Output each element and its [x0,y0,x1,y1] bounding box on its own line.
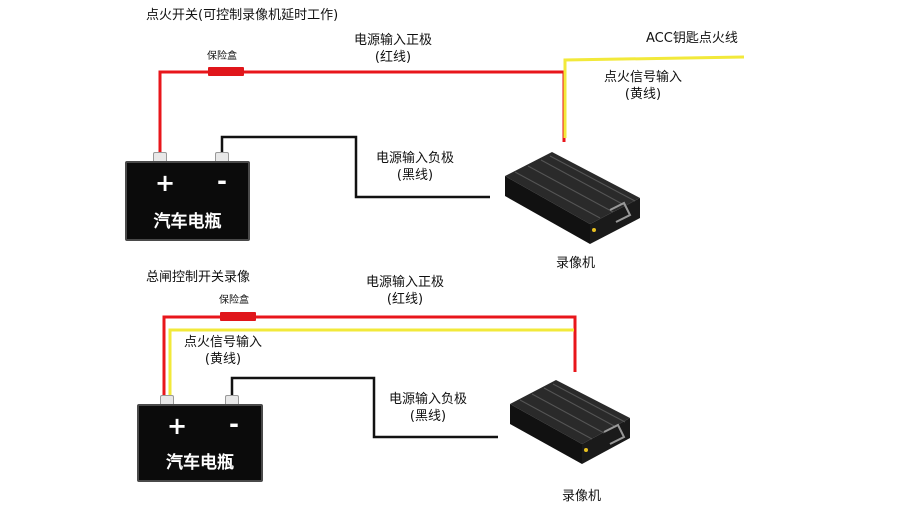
d1-positive-wire [158,70,566,152]
d2-battery-name: 汽车电瓶 [166,453,234,473]
d1-ignition-sub: (黄线) [624,87,662,102]
d2-negative-sub: (黑线) [409,409,447,424]
d2-battery-minus: - [229,410,239,438]
d2-battery: + - 汽车电瓶 [137,404,263,482]
d2-positive-sub: (红线) [386,292,424,307]
d1-negative-sub: (黑线) [396,168,434,183]
d1-recorder-icon [505,152,640,244]
d2-title: 总闸控制开关录像 [146,270,251,285]
d1-positive-label: 电源输入正极 [353,33,432,48]
d1-fuse-label: 保险盒 [207,51,237,62]
d2-acc-wire [168,328,574,395]
d1-title: 点火开关(可控制录像机延时工作) [146,8,339,23]
d1-acc-label: ACC钥匙点火线 [646,31,738,46]
d2-positive-label: 电源输入正极 [365,275,444,290]
d1-negative-wire [220,135,490,199]
d1-battery: + - 汽车电瓶 [125,161,250,241]
d2-positive-wire [162,315,577,395]
d1-battery-name: 汽车电瓶 [153,212,222,232]
d1-positive-sub: (红线) [374,50,412,65]
d2-negative-wire [230,376,498,439]
d2-recorder-icon [510,380,630,464]
d1-negative-label: 电源输入负极 [375,151,454,166]
d1-ignition-label: 点火信号输入 [603,70,682,85]
d1-battery-minus: - [217,167,227,195]
d1-fuse-icon [208,67,244,76]
d2-ignition-label: 点火信号输入 [183,335,262,350]
d1-recorder-label: 录像机 [556,256,596,271]
d2-fuse-icon [220,312,256,321]
d1-acc-wire [563,55,745,138]
d2-battery-plus: + [167,412,188,440]
d2-recorder-label: 录像机 [562,489,602,504]
d2-ignition-sub: (黄线) [204,352,242,367]
d2-negative-label: 电源输入负极 [388,392,467,407]
d2-fuse-label: 保险盒 [219,295,249,306]
d1-battery-plus: + [155,169,176,197]
